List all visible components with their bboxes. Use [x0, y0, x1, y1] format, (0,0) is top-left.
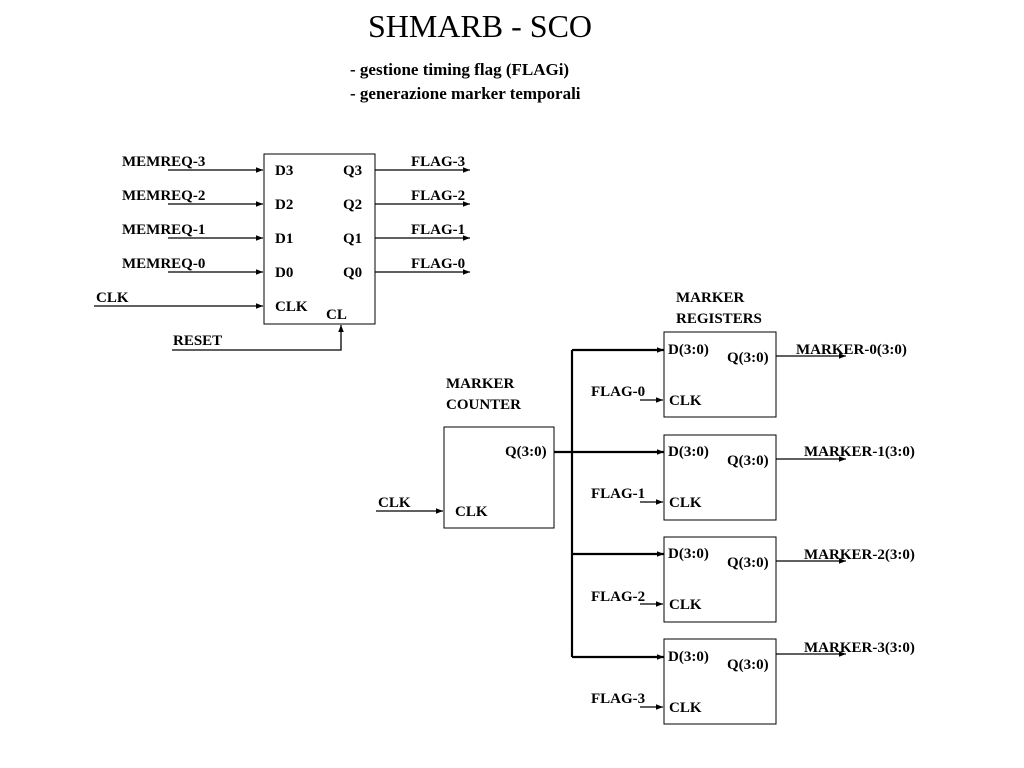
input-memreq-3: MEMREQ-3 [122, 154, 205, 170]
register-0-pin-d: D(3:0) [668, 342, 709, 358]
register-3-pin-clk: CLK [669, 700, 702, 716]
marker-counter-box [443, 426, 555, 529]
marker-register-2-box [663, 536, 777, 623]
marker-register-1-box [663, 434, 777, 521]
flag-register-box [263, 153, 376, 325]
pin-cl: CL [326, 307, 347, 323]
register-1-output: MARKER-1(3:0) [804, 444, 915, 460]
pin-q1: Q1 [343, 231, 362, 247]
register-1-pin-clk: CLK [669, 495, 702, 511]
register-1-pin-d: D(3:0) [668, 444, 709, 460]
register-2-input-flag: FLAG-2 [591, 589, 645, 605]
counter-input-clk: CLK [378, 495, 411, 511]
pin-d3: D3 [275, 163, 293, 179]
slide-title: SHMARB - SCO [367, 8, 593, 44]
input-reset: RESET [173, 333, 222, 349]
counter-pin-clk: CLK [455, 504, 488, 520]
register-1-input-flag: FLAG-1 [591, 486, 645, 502]
marker-register-2: D(3:0) Q(3:0) CLK FLAG-2 MARKER-2(3:0) [591, 536, 915, 623]
register-3-pin-q: Q(3:0) [727, 657, 769, 673]
marker-registers-title-1: MARKER [676, 290, 744, 306]
register-1-pin-q: Q(3:0) [727, 453, 769, 469]
pin-d0: D0 [275, 265, 293, 281]
pin-q0: Q0 [343, 265, 362, 281]
marker-counter-title-1: MARKER [446, 376, 514, 392]
register-0-pin-q: Q(3:0) [727, 350, 769, 366]
output-flag-2: FLAG-2 [411, 188, 465, 204]
marker-counter: MARKER COUNTER Q(3:0) CLK CLK [376, 376, 555, 529]
input-memreq-0: MEMREQ-0 [122, 256, 205, 272]
marker-register-0-box [663, 331, 777, 418]
register-2-pin-d: D(3:0) [668, 546, 709, 562]
subtitle-line-2: - generazione marker temporali [350, 84, 581, 103]
pin-d1: D1 [275, 231, 293, 247]
register-2-output: MARKER-2(3:0) [804, 547, 915, 563]
input-clk: CLK [96, 290, 129, 306]
output-flag-0: FLAG-0 [411, 256, 465, 272]
marker-register-3-box [663, 638, 777, 725]
register-2-pin-clk: CLK [669, 597, 702, 613]
input-memreq-1: MEMREQ-1 [122, 222, 205, 238]
marker-bus [554, 347, 664, 660]
marker-registers: MARKER REGISTERS D(3:0) Q(3:0) CLK FLAG-… [591, 290, 915, 725]
pin-q2: Q2 [343, 197, 362, 213]
marker-registers-title-2: REGISTERS [676, 311, 762, 327]
register-0-pin-clk: CLK [669, 393, 702, 409]
pin-q3: Q3 [343, 163, 362, 179]
register-3-pin-d: D(3:0) [668, 649, 709, 665]
register-3-input-flag: FLAG-3 [591, 691, 645, 707]
reset-wire [172, 325, 344, 351]
subtitle-line-1: - gestione timing flag (FLAGi) [350, 60, 570, 79]
pin-d2: D2 [275, 197, 293, 213]
register-0-output: MARKER-0(3:0) [796, 342, 907, 358]
register-2-pin-q: Q(3:0) [727, 555, 769, 571]
marker-register-3: D(3:0) Q(3:0) CLK FLAG-3 MARKER-3(3:0) [591, 638, 915, 725]
flag-register: MEMREQ-3 MEMREQ-2 MEMREQ-1 MEMREQ-0 CLK … [94, 153, 470, 351]
input-memreq-2: MEMREQ-2 [122, 188, 205, 204]
register-3-output: MARKER-3(3:0) [804, 640, 915, 656]
pin-clk: CLK [275, 299, 308, 315]
marker-counter-title-2: COUNTER [446, 397, 521, 413]
output-flag-1: FLAG-1 [411, 222, 465, 238]
marker-register-1: D(3:0) Q(3:0) CLK FLAG-1 MARKER-1(3:0) [591, 434, 915, 521]
marker-register-0: D(3:0) Q(3:0) CLK FLAG-0 MARKER-0(3:0) [591, 331, 907, 418]
register-0-input-flag: FLAG-0 [591, 384, 645, 400]
output-flag-3: FLAG-3 [411, 154, 465, 170]
counter-pin-q: Q(3:0) [505, 444, 547, 460]
